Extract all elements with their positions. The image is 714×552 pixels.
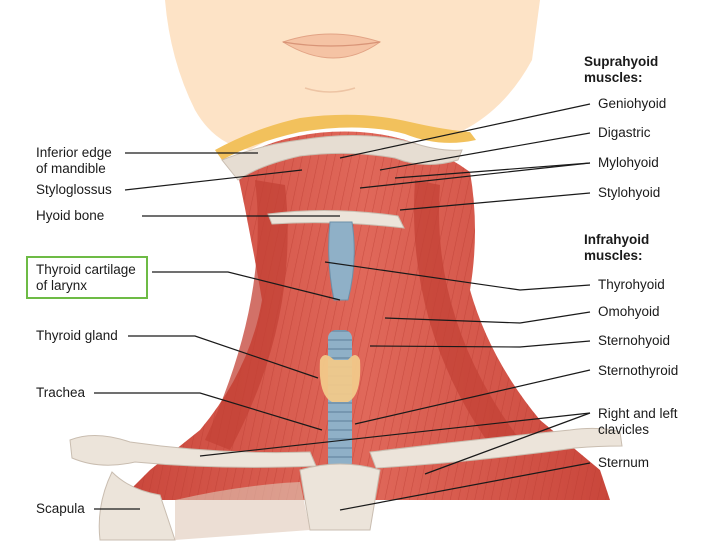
thyroid-gland-label: Thyroid gland — [36, 328, 118, 343]
mylohyoid-label: Mylohyoid — [598, 155, 659, 170]
infrahyoid-header-line2: muscles: — [584, 248, 643, 263]
sternum-shape — [299, 463, 381, 531]
right-neck-band — [414, 180, 520, 452]
thyroid-gland-shape — [319, 355, 361, 402]
sternohyoid-label: Sternohyoid — [598, 333, 671, 348]
suprahyoid-header-line2: muscles: — [584, 70, 643, 85]
thyroid-cartilage-label-line1: Thyroid cartilage — [36, 262, 136, 277]
chest-skin — [175, 482, 310, 540]
inferior-edge-label-line1: Inferior edge — [36, 145, 112, 160]
hyoid-bone-label: Hyoid bone — [36, 208, 105, 223]
scapula-label: Scapula — [36, 501, 85, 516]
thyroid-cartilage-shape — [328, 221, 355, 301]
digastric-label: Digastric — [598, 125, 651, 140]
thyroid-cartilage-label: Thyroid cartilage of larynx — [26, 256, 148, 299]
mandible-edge — [221, 134, 463, 181]
suprahyoid-header: Suprahyoid muscles: — [584, 54, 658, 86]
clavicles-label-line1: Right and left — [598, 406, 678, 421]
mandible-fat — [215, 114, 476, 160]
inferior-edge-label-line2: of mandible — [36, 161, 106, 176]
leader-lines — [94, 103, 591, 511]
clavicles-label-line2: clavicles — [598, 422, 650, 437]
stylohyoid-label: Stylohyoid — [598, 185, 661, 200]
hyoid-bone-shape — [267, 209, 405, 229]
geniohyoid-label: Geniohyoid — [598, 96, 667, 111]
suprahyoid-header-line1: Suprahyoid — [584, 54, 659, 69]
left-neck-band — [205, 180, 288, 450]
trachea-label: Trachea — [36, 385, 86, 400]
thyroid-cartilage-label-line2: of larynx — [36, 278, 88, 293]
inferior-edge-label: Inferior edge of mandible — [36, 145, 112, 177]
scapula-shape — [98, 471, 176, 541]
infrahyoid-header-line1: Infrahyoid — [584, 232, 650, 247]
thyrohyoid-label: Thyrohyoid — [598, 277, 665, 292]
infrahyoid-header: Infrahyoid muscles: — [584, 232, 649, 264]
omohyoid-label: Omohyoid — [598, 304, 660, 319]
sternothyroid-label: Sternothyroid — [598, 363, 679, 378]
styloglossus-label: Styloglossus — [36, 182, 112, 197]
clavicles-label: Right and left clavicles — [598, 406, 678, 438]
face-skin — [165, 0, 540, 150]
sternum-label: Sternum — [598, 455, 650, 470]
